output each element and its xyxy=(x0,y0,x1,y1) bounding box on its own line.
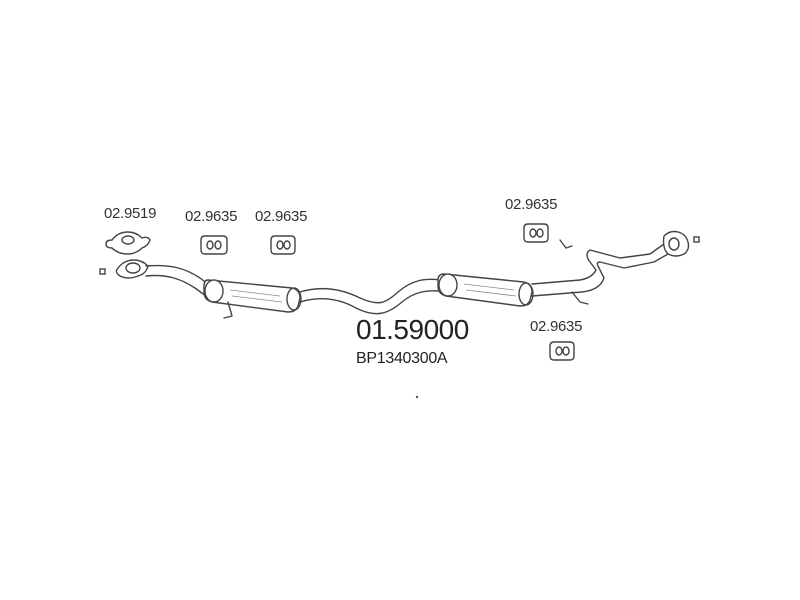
part-number: 01.59000 xyxy=(356,314,469,345)
front-flange xyxy=(115,259,149,279)
front-muffler xyxy=(203,279,302,319)
hanger-4-label: 02.9635 xyxy=(530,318,583,335)
rear-flange xyxy=(662,230,690,257)
oem-number: BP1340300A xyxy=(356,350,448,367)
hanger-2-label: 02.9635 xyxy=(255,208,308,225)
left-end-marker xyxy=(99,268,106,275)
hanger-1-label: 02.9635 xyxy=(185,208,238,225)
hanger-icon-1 xyxy=(200,235,228,255)
hanger-icon-4 xyxy=(549,341,575,361)
stray-dot xyxy=(415,395,419,399)
hanger-icon-2 xyxy=(270,235,296,255)
exhaust-pipe-assembly xyxy=(115,230,690,319)
rear-muffler xyxy=(437,273,534,307)
right-end-marker xyxy=(693,236,700,243)
flange-gasket-label: 02.9519 xyxy=(104,205,157,222)
hanger-3-label: 02.9635 xyxy=(505,196,558,213)
flange-gasket-icon xyxy=(105,231,151,255)
hanger-icon-3 xyxy=(523,223,549,243)
